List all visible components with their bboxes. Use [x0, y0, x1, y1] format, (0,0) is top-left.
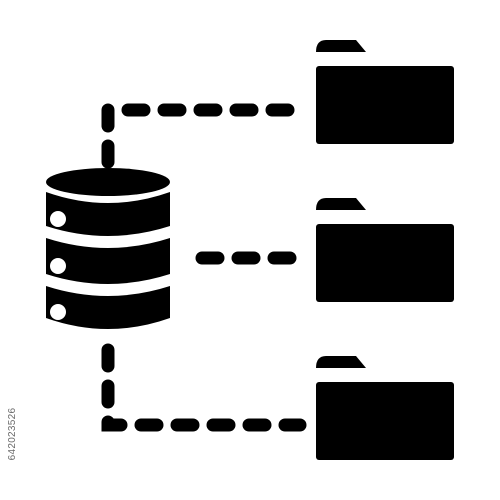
folder-top-icon: [316, 40, 454, 144]
connector-lines: [101, 103, 307, 432]
folder-bottom-icon: [316, 356, 454, 460]
connector-top: [101, 103, 307, 169]
database-indicator-3: [50, 304, 66, 320]
folder-middle-icon: [316, 198, 454, 302]
database-disk-1: [46, 192, 170, 236]
database-indicator-2: [50, 258, 66, 274]
database-top-cap: [46, 168, 170, 196]
database-disk-3: [46, 286, 170, 329]
database-icon: [46, 168, 170, 329]
database-disk-2: [46, 238, 170, 284]
connector-bottom: [101, 343, 307, 432]
stock-id-watermark: 642023526: [7, 407, 18, 461]
database-indicator-1: [50, 211, 66, 227]
